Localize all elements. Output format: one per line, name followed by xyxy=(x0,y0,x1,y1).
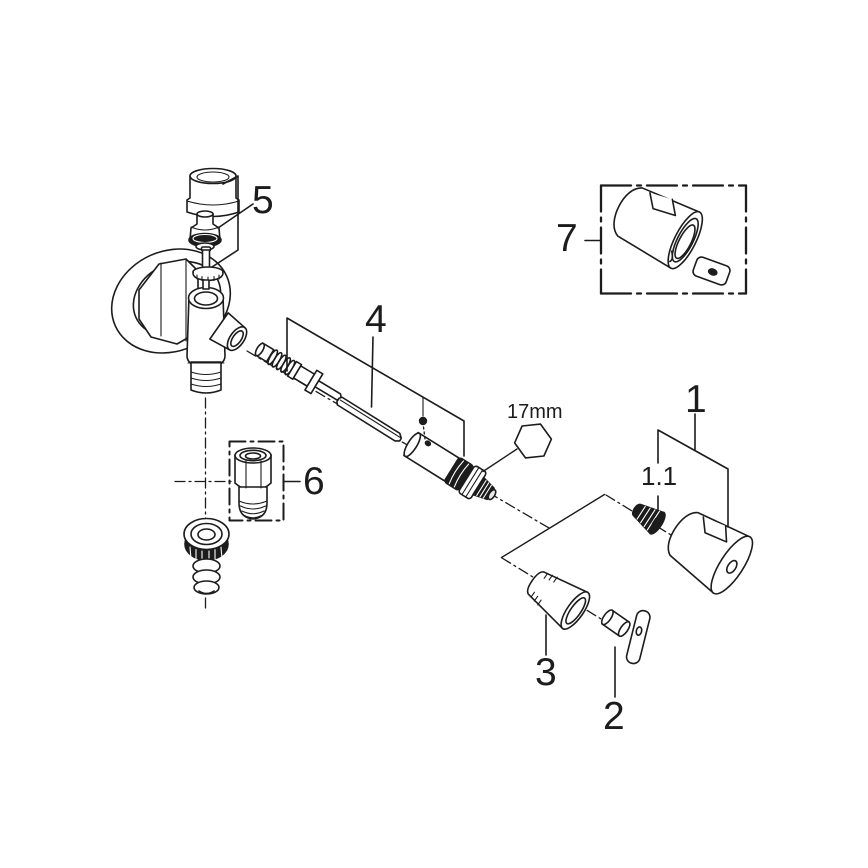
part-1-knob xyxy=(667,511,754,595)
part-2-label: 2 xyxy=(603,695,625,738)
screw-hole xyxy=(424,440,432,447)
part-3-label: 3 xyxy=(535,651,557,694)
leader-part-4 xyxy=(286,317,465,457)
part-7-label: 7 xyxy=(556,217,578,260)
axis-offset-jog xyxy=(500,493,606,559)
wrench-size-label: 17mm xyxy=(507,401,563,423)
part-5-label: 5 xyxy=(252,179,274,222)
part-5-cap xyxy=(186,167,240,218)
part-7-handle xyxy=(613,187,704,270)
valve-side-port xyxy=(209,312,248,352)
part-1-1-adapter xyxy=(631,503,666,535)
part-6-label: 6 xyxy=(303,460,325,503)
part-1-1-label: 1.1 xyxy=(641,461,678,491)
kit-box-6 xyxy=(228,440,285,522)
valve-outlet-thread xyxy=(187,361,225,394)
part-2-t-key xyxy=(600,609,651,665)
part-4-cartridge xyxy=(403,431,497,501)
part-4-set-screw xyxy=(418,397,428,440)
part-4-hex-rod xyxy=(336,396,403,442)
center-lines xyxy=(174,212,690,623)
part-6-adapter xyxy=(234,447,272,520)
leader-part-1 xyxy=(657,413,729,528)
part-7-bracket-plate xyxy=(692,256,731,286)
valve-body xyxy=(110,248,248,394)
hose-union xyxy=(183,517,230,595)
wrench-size-callout xyxy=(482,423,553,473)
part-4-label: 4 xyxy=(365,298,387,341)
part-4-gland-spindle xyxy=(254,342,343,401)
part-1-label: 1 xyxy=(685,378,707,421)
part-5-spindle xyxy=(192,246,224,290)
kit-box-7 xyxy=(599,184,748,295)
leader-part-5 xyxy=(211,175,254,268)
hexagon-icon xyxy=(513,423,553,459)
part-3-cone xyxy=(526,571,591,630)
callout-leaders xyxy=(211,175,729,698)
